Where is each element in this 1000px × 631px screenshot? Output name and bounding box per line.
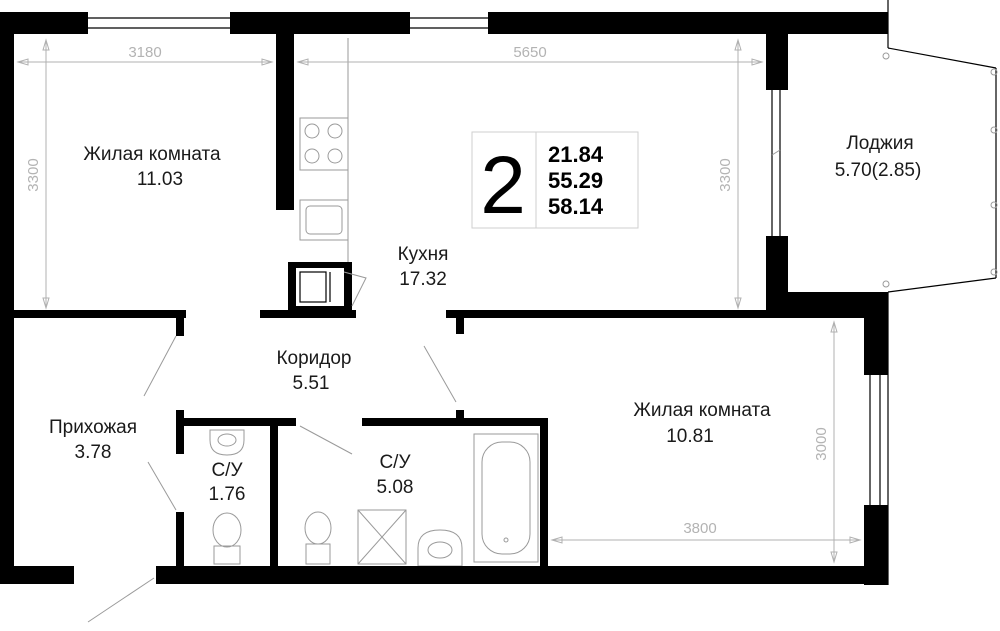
toilet-icon <box>304 511 332 565</box>
room-label-hallway: Прихожая <box>49 417 137 438</box>
room-area-bathroom-2: 5.08 <box>377 477 414 498</box>
toilet-icon-small <box>212 512 242 565</box>
small-sink-icon <box>209 429 245 456</box>
room-area-bathroom-1: 1.76 <box>209 484 246 505</box>
dim-room1-width: 3180 <box>128 44 161 61</box>
walls <box>0 12 888 585</box>
doors <box>87 335 457 623</box>
room-label-corridor: Коридор <box>276 348 351 369</box>
total-area-value: 55.29 <box>548 168 603 193</box>
apartment-badge <box>471 131 639 229</box>
room-label-living-2: Жилая комната <box>633 400 771 421</box>
room-area-corridor: 5.51 <box>293 373 330 394</box>
room-area-hallway: 3.78 <box>75 442 112 463</box>
dim-room1-height: 3300 <box>25 158 42 191</box>
living-area-value: 21.84 <box>548 142 604 167</box>
room-count: 2 <box>480 140 526 231</box>
room-area-kitchen: 17.32 <box>399 269 447 290</box>
bathtub-icon <box>473 433 539 563</box>
washbasin-icon <box>417 529 463 567</box>
room-area-loggia: 5.70(2.85) <box>835 160 922 181</box>
room-label-bathroom-2: С/У <box>379 452 411 473</box>
fixtures <box>209 38 539 567</box>
stove-icon <box>299 117 349 171</box>
shower-icon <box>357 509 407 565</box>
dimension-lines <box>16 38 862 564</box>
kitchen-sink-icon <box>299 199 349 241</box>
room-label-bathroom-1: С/У <box>211 460 243 481</box>
room-label-kitchen: Кухня <box>398 244 449 265</box>
room-label-loggia: Лоджия <box>846 133 913 154</box>
dim-kitchen-width: 5650 <box>513 44 546 61</box>
area-with-loggia-value: 58.14 <box>548 194 604 219</box>
room-label-living-1: Жилая комната <box>83 144 221 165</box>
dim-room2-width: 3800 <box>683 520 716 537</box>
dim-room2-height: 3000 <box>813 427 830 460</box>
dim-kitchen-height: 3300 <box>717 158 734 191</box>
room-area-living-2: 10.81 <box>666 426 714 447</box>
room-area-living-1: 11.03 <box>137 169 183 190</box>
